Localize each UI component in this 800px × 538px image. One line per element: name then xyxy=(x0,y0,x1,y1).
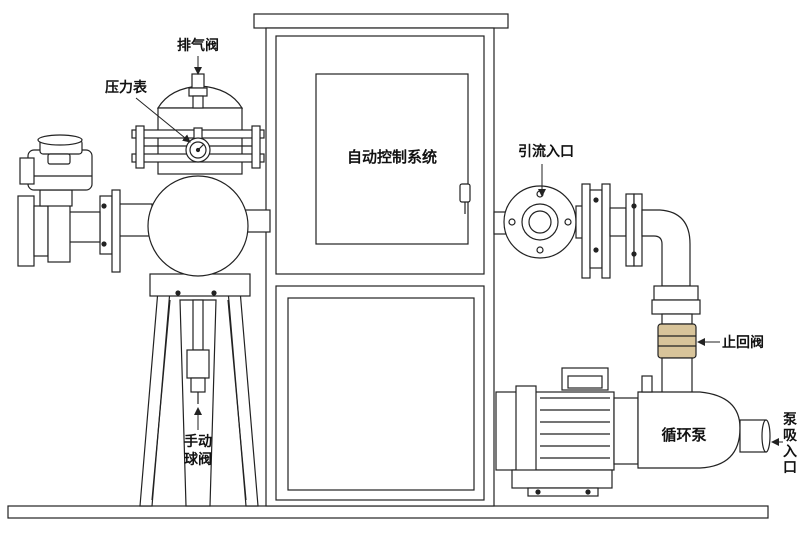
label-exhaust-valve: 排气阀 xyxy=(177,37,219,54)
pressure-gauge xyxy=(185,127,211,163)
motorized-valve xyxy=(17,134,93,267)
label-check-valve: 止回阀 xyxy=(722,334,764,351)
label-pressure-gauge: 压力表 xyxy=(105,79,148,96)
control-cabinet xyxy=(253,13,509,507)
label-pump-inlet-2: 吸 xyxy=(783,428,798,444)
left-flange-group xyxy=(67,189,121,273)
manual-ball-valve[interactable] xyxy=(186,299,210,404)
label-drainage-inlet: 引流入口 xyxy=(518,143,574,160)
ground-base xyxy=(7,505,769,519)
label-manual-valve-2: 球阀 xyxy=(184,451,212,468)
label-pump-inlet-4: 口 xyxy=(783,460,797,476)
pipe-union xyxy=(651,285,701,325)
filter-tank xyxy=(131,85,265,277)
check-valve xyxy=(657,323,697,359)
stand-top-plate xyxy=(149,273,251,297)
door-handle[interactable] xyxy=(459,183,471,203)
circulation-pump xyxy=(495,367,771,497)
label-pump-inlet-3: 入 xyxy=(783,444,797,460)
right-flange-group xyxy=(581,183,691,287)
label-pump-inlet-1: 泵 xyxy=(783,412,797,428)
drainage-inlet-flange xyxy=(493,185,591,259)
label-circulation-pump: 循环泵 xyxy=(661,426,706,444)
leader-lines xyxy=(135,56,783,446)
pressure-gauge-leader xyxy=(135,97,191,143)
label-control-system: 自动控制系统 xyxy=(347,148,437,166)
label-manual-valve-1: 手动 xyxy=(184,433,212,450)
exhaust-valve[interactable] xyxy=(188,73,208,109)
